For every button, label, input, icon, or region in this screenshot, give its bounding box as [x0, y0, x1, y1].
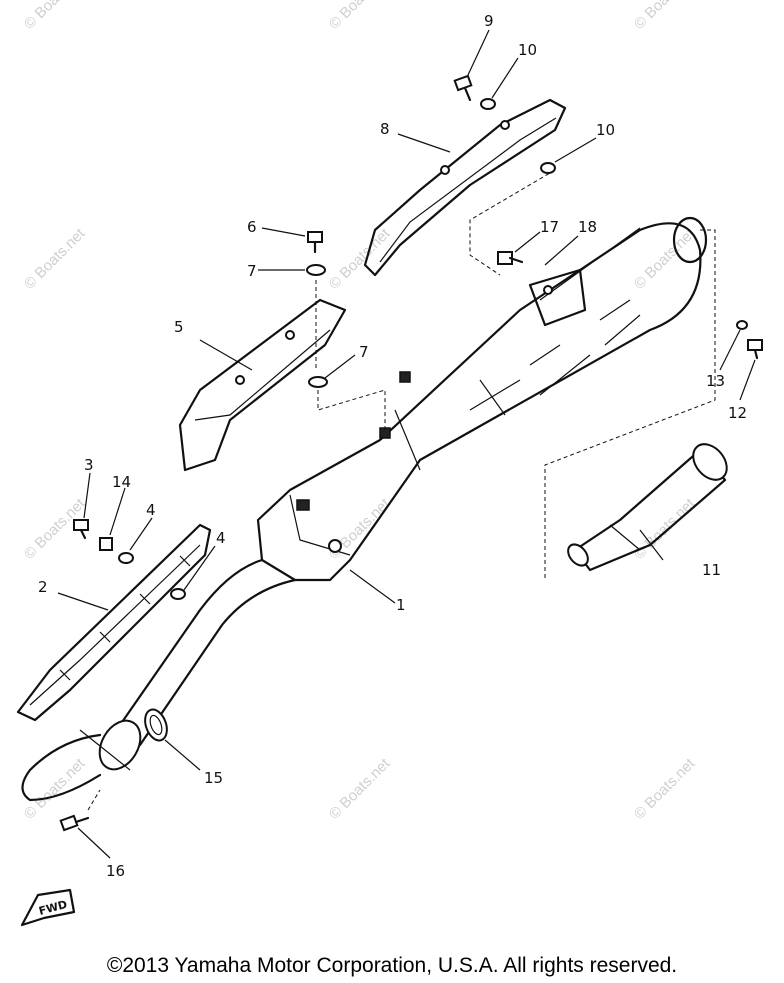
silencer-insert	[567, 443, 728, 572]
callout-17: 17	[540, 218, 559, 236]
callout-numbers: 1 2 3 4 4 5 6 7 7 8 9 10 10 11 12 13 14 …	[38, 12, 747, 880]
exhaust-parts-diagram: © Boats.net © Boats.net © Boats.net © Bo…	[16, 0, 763, 927]
watermark: © Boats.net	[21, 755, 89, 823]
callout-16: 16	[106, 862, 125, 880]
watermark: © Boats.net	[326, 225, 394, 293]
watermark: © Boats.net	[631, 225, 699, 293]
heat-guard-lower	[16, 523, 212, 722]
callout-7b: 7	[359, 343, 369, 361]
watermark: © Boats.net	[326, 0, 394, 33]
leader-lines	[57, 29, 756, 859]
watermark: © Boats.net	[21, 225, 89, 293]
muffler-assembly	[21, 216, 708, 802]
callout-8: 8	[380, 120, 390, 138]
callout-10: 10	[518, 41, 537, 59]
callout-11: 11	[702, 561, 721, 579]
heat-guard-center	[178, 298, 347, 472]
callout-9: 9	[484, 12, 494, 30]
callout-15: 15	[204, 769, 223, 787]
heat-shield-upper	[363, 98, 567, 277]
callout-5: 5	[174, 318, 184, 336]
watermark: © Boats.net	[326, 755, 394, 823]
watermark: © Boats.net	[631, 495, 699, 563]
watermark: © Boats.net	[631, 0, 699, 33]
callout-2: 2	[38, 578, 48, 596]
callout-14: 14	[112, 473, 131, 491]
callout-4b: 4	[216, 529, 226, 547]
watermark: © Boats.net	[631, 755, 699, 823]
fasteners	[59, 74, 763, 832]
callout-12: 12	[728, 404, 747, 422]
callout-4: 4	[146, 501, 156, 519]
copyright-notice: ©2013 Yamaha Motor Corporation, U.S.A. A…	[106, 954, 678, 977]
fwd-arrow-icon: FWD	[20, 888, 76, 927]
callout-18: 18	[578, 218, 597, 236]
callout-7: 7	[247, 262, 257, 280]
watermark: © Boats.net	[21, 0, 89, 33]
callout-10b: 10	[596, 121, 615, 139]
reference-lines	[87, 169, 716, 811]
callout-3: 3	[84, 456, 94, 474]
callout-13: 13	[706, 372, 725, 390]
callout-6: 6	[247, 218, 257, 236]
callout-1: 1	[396, 596, 406, 614]
